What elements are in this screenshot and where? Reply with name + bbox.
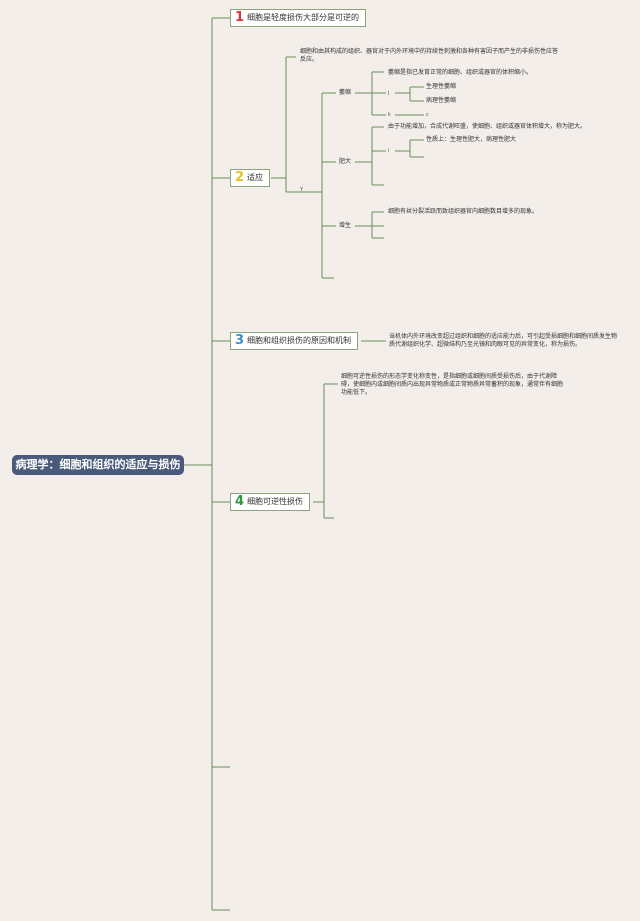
hypertrophy-nature[interactable]: 性质上：生理性肥大，病理性肥大 xyxy=(426,136,517,143)
injury-causes-text[interactable]: 当机体内外环境改变超过组织和细胞的适应能力后，可引起受损细胞和细胞间质发生物质代… xyxy=(389,333,618,348)
reversible-injury-text[interactable]: 细胞可逆性损伤的形态学变化称变性，是指细胞或细胞间质受损伤后，由于代谢障碍，使细… xyxy=(341,373,564,396)
topic-label: 细胞和组织损伤的原因和机制 xyxy=(247,336,352,345)
topic-label: 适应 xyxy=(247,173,264,182)
topic-reversible-injury[interactable]: 4 细胞可逆性损伤 xyxy=(230,493,311,511)
node-physiological-atrophy[interactable]: 生理性萎缩 xyxy=(426,83,457,90)
hyperplasia-definition[interactable]: 细胞有丝分裂活跃而致组织器官内细胞数目增多的现象。 xyxy=(388,208,539,215)
topic-adaptation[interactable]: 2 适应 xyxy=(230,169,271,187)
topic-number: 2 xyxy=(235,170,245,185)
adaptation-intro[interactable]: 细胞和由其构成的组织、器官对于内外环境中的持续性刺激和各种有害因子而产生的非损伤… xyxy=(300,48,559,63)
root-topic[interactable]: 病理学：细胞和组织的适应与损伤 xyxy=(12,455,184,475)
topic-number: 4 xyxy=(235,494,245,509)
node-hyperplasia[interactable]: 增生 xyxy=(339,222,352,229)
node-atrophy[interactable]: 萎缩 xyxy=(339,89,352,96)
marker-c: c xyxy=(426,112,429,118)
atrophy-definition[interactable]: 萎缩是指已发育正常的细胞、组织或器官的体积缩小。 xyxy=(388,69,533,76)
marker-i: i xyxy=(388,148,390,154)
topic-label: 细胞可逆性损伤 xyxy=(247,497,304,506)
topic-number: 3 xyxy=(235,333,245,348)
hypertrophy-definition[interactable]: 由于功能增加，合成代谢旺盛，使细胞、组织或器官体积增大，称为肥大。 xyxy=(388,123,587,130)
node-pathological-atrophy[interactable]: 病理性萎缩 xyxy=(426,97,457,104)
topic-injury-causes[interactable]: 3 细胞和组织损伤的原因和机制 xyxy=(230,332,359,350)
topic-label: 细胞是轻度损伤大部分是可逆的 xyxy=(247,13,360,22)
marker-j: j xyxy=(388,90,390,96)
topic-number: 1 xyxy=(235,10,245,25)
topic-reversible-mild-injury[interactable]: 1 细胞是轻度损伤大部分是可逆的 xyxy=(230,9,367,27)
marker-y: Y xyxy=(300,187,304,193)
marker-k: k xyxy=(388,112,391,118)
node-hypertrophy[interactable]: 肥大 xyxy=(339,158,352,165)
